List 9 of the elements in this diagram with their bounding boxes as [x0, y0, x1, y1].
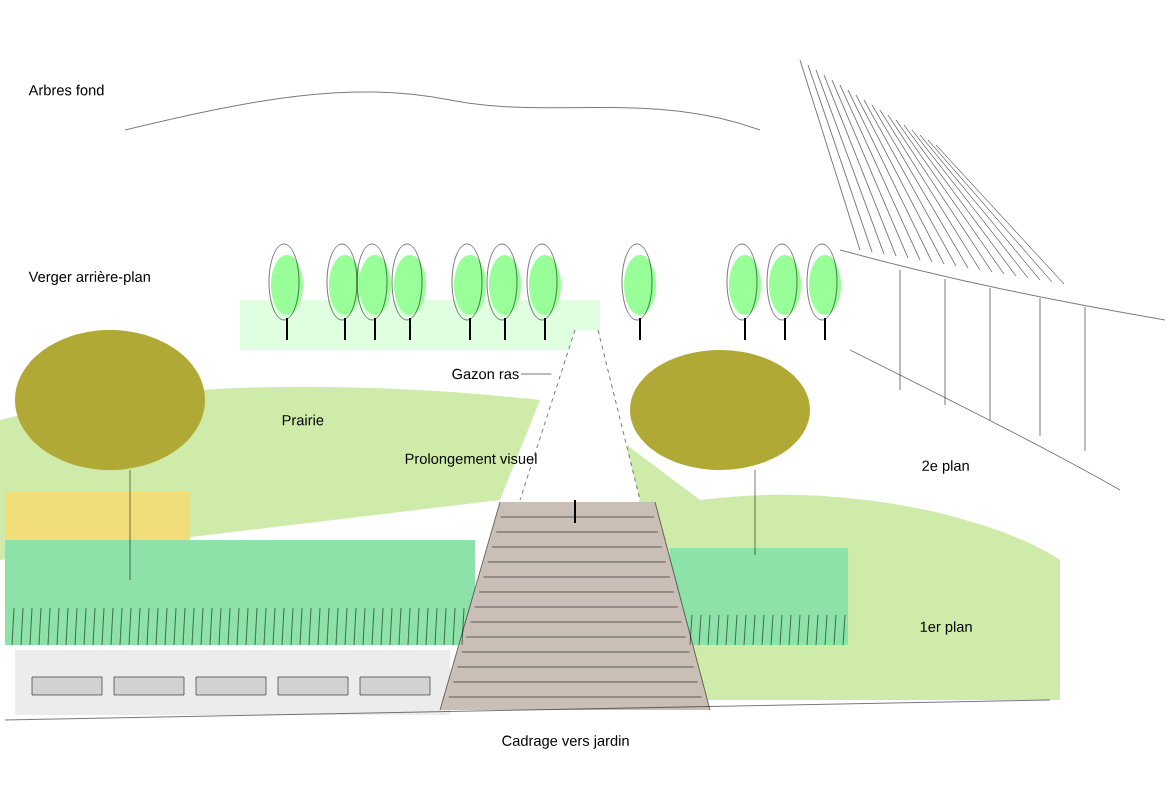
- text-label: Cadrage vers jardin: [502, 735, 629, 749]
- leader-line: [520, 373, 552, 375]
- text-label: Gazon ras: [452, 368, 519, 380]
- text-label: Prairie: [282, 414, 324, 426]
- text-label: Verger arrière-plan: [28, 271, 150, 285]
- text-label: 1er plan: [920, 621, 972, 635]
- text-label: 2e plan: [922, 460, 969, 474]
- text-label: Prolongement visuel: [405, 453, 537, 467]
- text-label: Arbres fond: [28, 84, 104, 96]
